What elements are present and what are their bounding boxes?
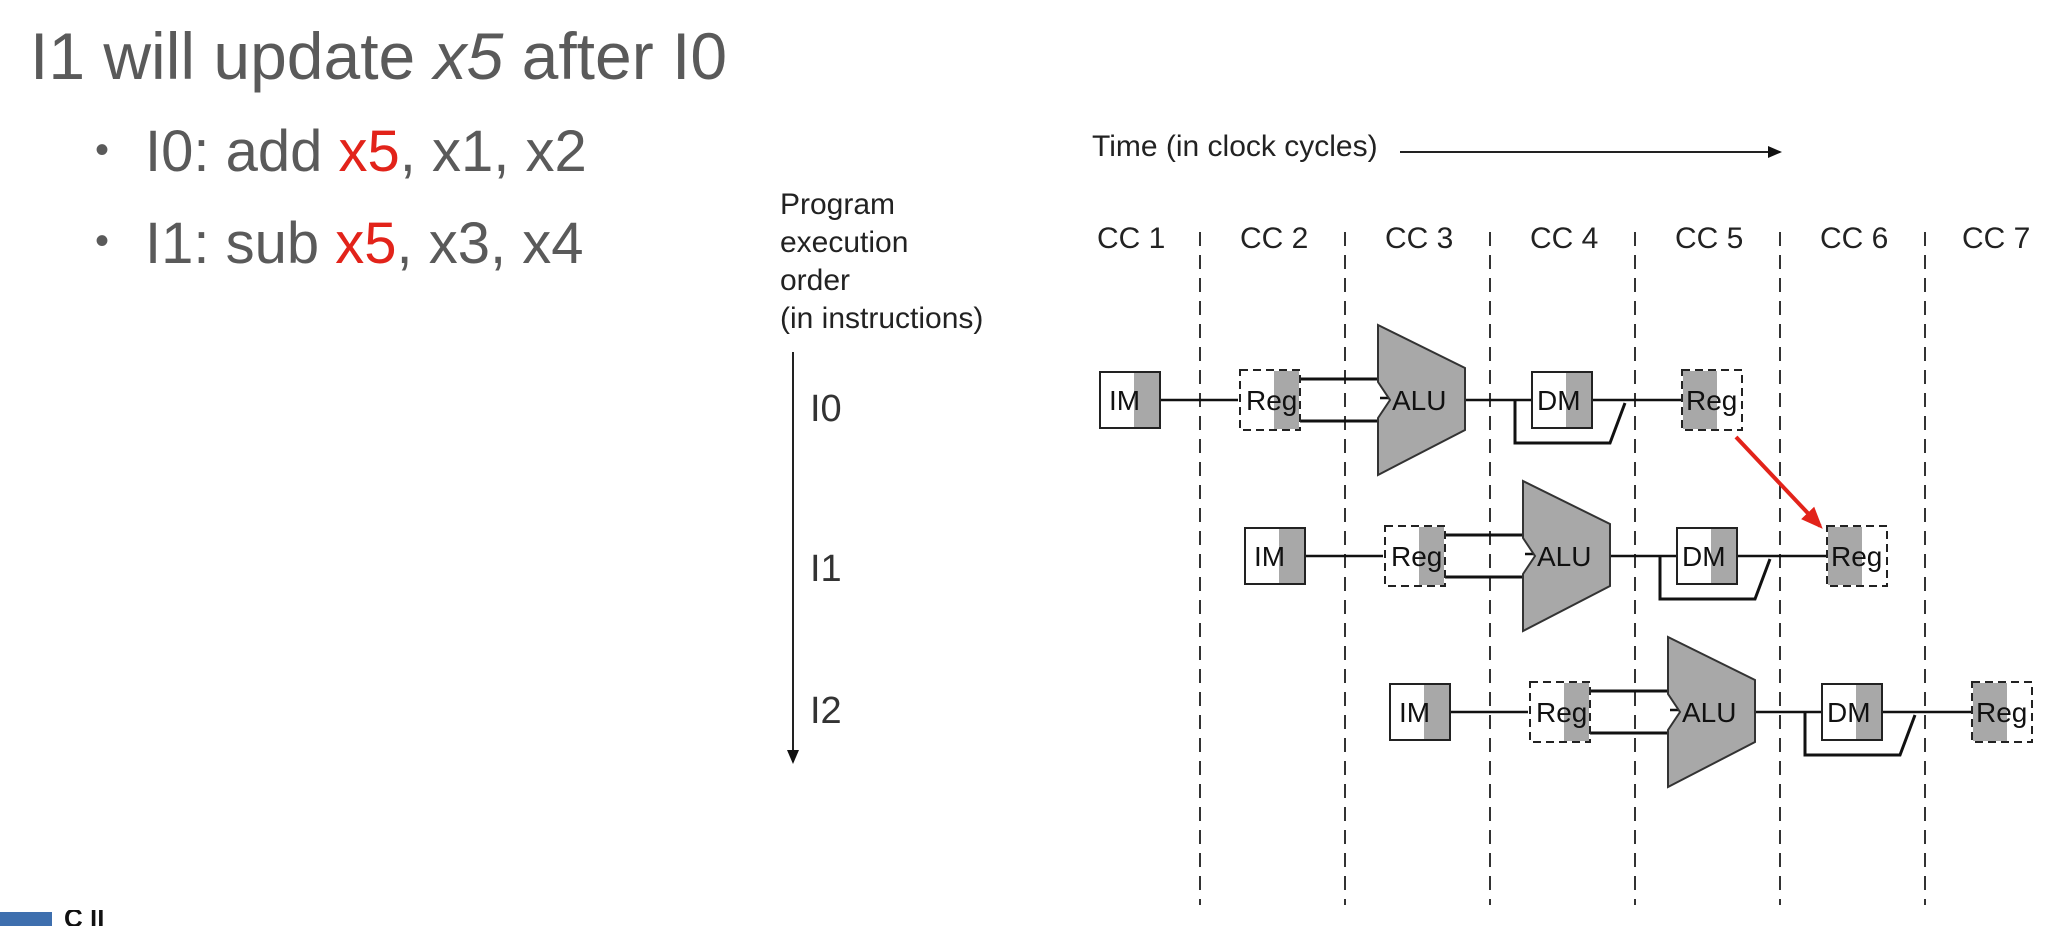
clock-cycle-label: CC 2	[1240, 222, 1309, 255]
instruction-label: I1	[810, 548, 842, 590]
bullet-text: I1: sub	[145, 210, 336, 276]
clock-cycle-label: CC 3	[1385, 222, 1454, 255]
register-writeback-shade	[1828, 527, 1862, 585]
clock-cycle-label: CC 1	[1097, 222, 1166, 255]
data-memory-shade	[1856, 685, 1881, 739]
bullet-instruction-i1: • I1: sub x5, x3, x4	[95, 200, 587, 292]
slide-title: I1 will update x5 after I0	[30, 18, 727, 94]
alu-shape	[1667, 635, 1756, 789]
bullet-dot: •	[95, 219, 110, 264]
instruction-label: I0	[810, 388, 842, 430]
wire	[1513, 400, 1627, 445]
bullet-text: I0: add	[145, 119, 339, 184]
title-text-start: I1 will update	[30, 19, 434, 93]
register-file-shade	[1419, 527, 1444, 585]
register-file-shade	[1564, 683, 1589, 741]
unit-label: DM	[1682, 541, 1726, 572]
title-register-x5: x5	[433, 19, 504, 93]
data-memory-shade	[1711, 529, 1736, 583]
unit-label: IM	[1109, 385, 1140, 416]
register-file-shade	[1274, 371, 1299, 429]
unit-label: DM	[1537, 385, 1581, 416]
clock-cycle-label: CC 5	[1675, 222, 1744, 255]
title-text-end: after I0	[503, 19, 728, 93]
unit-label: ALU	[1392, 385, 1446, 416]
alu-shape	[1522, 479, 1611, 633]
unit-label: Reg	[1536, 697, 1587, 728]
unit-label: Reg	[1976, 697, 2027, 728]
wire	[1803, 712, 1917, 757]
clock-cycle-gridlines	[1199, 232, 1926, 905]
program-order-label: Program execution order (in instructions…	[780, 188, 984, 335]
pipeline-row: IM Reg ALU DM Reg	[1099, 323, 1743, 477]
unit-label: IM	[1254, 541, 1285, 572]
pipeline-row: IM Reg ALU DM Reg	[1389, 635, 2033, 789]
bullet-register-highlight: x5	[335, 210, 397, 276]
unit-label: Reg	[1831, 541, 1882, 572]
clock-cycle-label: CC 4	[1530, 222, 1599, 255]
unit-label: Reg	[1246, 385, 1297, 416]
alu-shape	[1377, 323, 1466, 477]
register-writeback-shade	[1973, 683, 2007, 741]
bullet-instruction-i0: • I0: add x5, x1, x2	[95, 108, 587, 200]
instruction-bullet-list: •I0: add x5, x1, x2 •I1: sub x5, x3, x4	[95, 108, 587, 291]
instruction-memory-shade	[1279, 529, 1304, 583]
dependency-arrow	[1734, 435, 1823, 529]
data-memory-shade	[1566, 373, 1591, 427]
instruction-memory-shade	[1424, 685, 1449, 739]
register-writeback-shade	[1683, 371, 1717, 429]
unit-label: DM	[1827, 697, 1871, 728]
unit-label: ALU	[1682, 697, 1736, 728]
unit-label: Reg	[1686, 385, 1737, 416]
logo-text: C ll	[64, 910, 105, 926]
bullet-dot: •	[95, 127, 110, 172]
bullet-text-rest: , x3, x4	[396, 210, 584, 276]
pipeline-row: IM Reg ALU DM Reg	[1244, 479, 1888, 633]
bullet-text-rest: , x1, x2	[399, 119, 587, 184]
unit-label: IM	[1399, 697, 1430, 728]
logo-square-icon	[0, 912, 52, 926]
bullet-register-highlight: x5	[338, 119, 400, 184]
instruction-label: I2	[810, 690, 842, 732]
clock-cycle-label: CC 7	[1962, 222, 2031, 255]
time-axis-label: Time (in clock cycles)	[1092, 130, 1378, 163]
instruction-memory-shade	[1134, 373, 1159, 427]
unit-label: ALU	[1537, 541, 1591, 572]
unit-label: Reg	[1391, 541, 1442, 572]
clock-cycle-label: CC 6	[1820, 222, 1889, 255]
wire	[1658, 556, 1772, 601]
